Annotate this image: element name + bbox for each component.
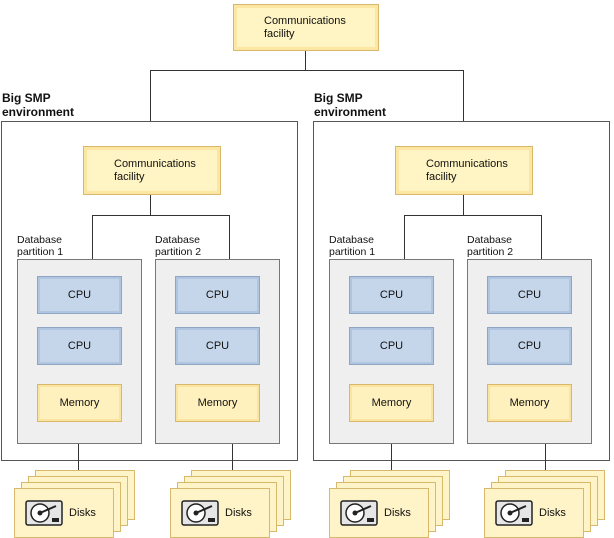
- connector-line: [463, 195, 464, 215]
- cpu-box: CPU: [487, 276, 572, 314]
- connector-line: [78, 444, 79, 484]
- disks-label: Disks: [69, 507, 96, 519]
- env-communications-facility: Communications facility: [395, 146, 533, 195]
- connector-line: [545, 444, 546, 484]
- comm-label: Communications facility: [426, 157, 508, 183]
- memory-box: Memory: [487, 384, 572, 422]
- connector-line: [541, 215, 542, 259]
- memory-box: Memory: [37, 384, 122, 422]
- top-communications-facility: Communications facility: [233, 4, 379, 51]
- partition-label: Database partition 2: [155, 234, 202, 258]
- cpu-box: CPU: [487, 327, 572, 365]
- connector-line: [150, 70, 464, 71]
- connector-line: [404, 215, 542, 216]
- cpu-box: CPU: [37, 276, 122, 314]
- disks-label: Disks: [539, 507, 566, 519]
- comm-label: Communications facility: [114, 157, 196, 183]
- connector-line: [391, 444, 392, 484]
- cpu-box: CPU: [349, 276, 434, 314]
- hard-disk-icon: [25, 500, 63, 526]
- environment-label: Big SMP environment: [314, 91, 387, 119]
- hard-disk-icon: [340, 500, 378, 526]
- cpu-box: CPU: [175, 327, 260, 365]
- cpu-box: CPU: [37, 327, 122, 365]
- connector-line: [463, 70, 464, 146]
- disk-front-card: Disks: [484, 488, 584, 538]
- connector-line: [404, 215, 405, 259]
- cpu-box: CPU: [349, 327, 434, 365]
- disk-front-card: Disks: [170, 488, 270, 538]
- connector-line: [232, 444, 233, 484]
- environment-label: Big SMP environment: [2, 91, 75, 119]
- connector-line: [305, 50, 306, 70]
- connector-line: [150, 195, 151, 215]
- cpu-box: CPU: [175, 276, 260, 314]
- partition-label: Database partition 1: [17, 234, 64, 258]
- connector-line: [92, 215, 230, 216]
- connector-line: [229, 215, 230, 259]
- disks-label: Disks: [384, 507, 411, 519]
- partition-label: Database partition 2: [467, 234, 514, 258]
- disk-front-card: Disks: [329, 488, 429, 538]
- connector-line: [92, 215, 93, 259]
- memory-box: Memory: [175, 384, 260, 422]
- env-communications-facility: Communications facility: [83, 146, 221, 195]
- hard-disk-icon: [495, 500, 533, 526]
- connector-line: [150, 70, 151, 146]
- memory-box: Memory: [349, 384, 434, 422]
- hard-disk-icon: [181, 500, 219, 526]
- comm-label: Communications facility: [264, 14, 346, 40]
- disk-front-card: Disks: [14, 488, 114, 538]
- disks-label: Disks: [225, 507, 252, 519]
- partition-label: Database partition 1: [329, 234, 376, 258]
